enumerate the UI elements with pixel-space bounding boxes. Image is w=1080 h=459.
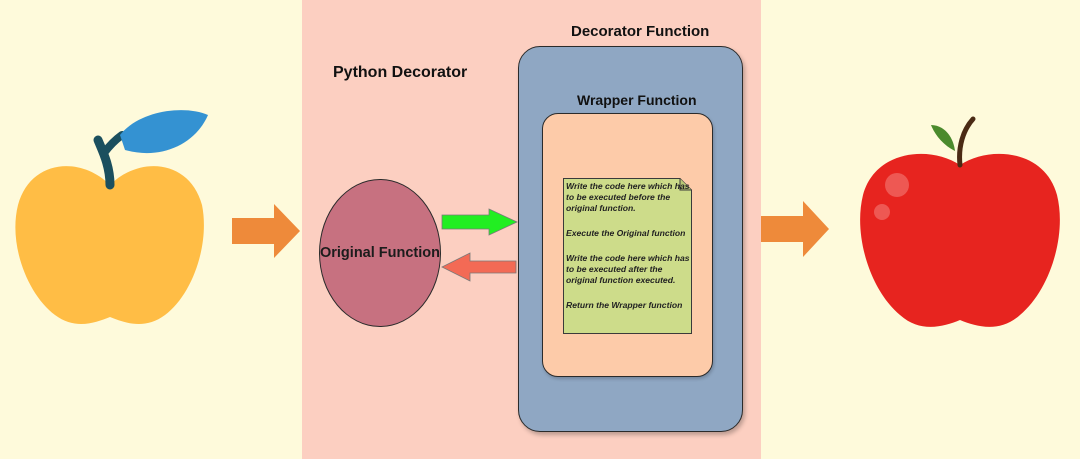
red-apple-icon — [860, 116, 1060, 327]
return-arrow-icon — [441, 252, 517, 282]
note-line-after: Write the code here which has to be exec… — [566, 253, 690, 285]
decorator-function-label: Decorator Function — [571, 23, 710, 40]
input-flow-arrow-icon — [232, 204, 300, 258]
diagram-title: Python Decorator — [333, 64, 468, 81]
note-line-before: Write the code here which has to be exec… — [566, 181, 690, 213]
wrapper-function-label: Wrapper Function — [577, 92, 697, 108]
code-note: Write the code here which has to be exec… — [563, 178, 692, 334]
yellow-apple-icon — [15, 110, 208, 324]
note-line-execute: Execute the Original function — [566, 228, 686, 238]
call-arrow-icon — [441, 208, 518, 236]
original-function-label: Original Function — [319, 245, 441, 261]
original-function-ellipse: Original Function — [319, 179, 441, 327]
note-line-return: Return the Wrapper function — [566, 300, 683, 310]
output-flow-arrow-icon — [761, 201, 829, 257]
